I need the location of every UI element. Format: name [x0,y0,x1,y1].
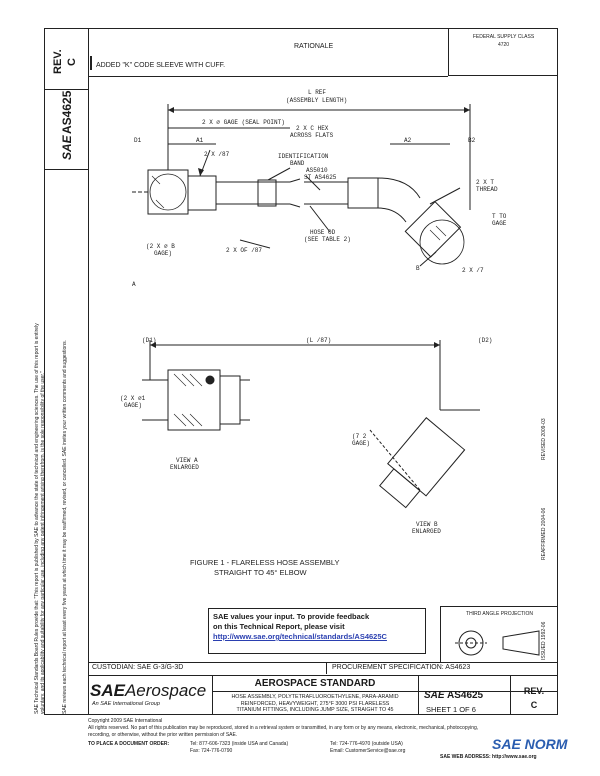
projection-box: THIRD ANGLE PROJECTION [440,606,558,662]
right-gage-2: GAGE) [352,440,370,447]
gage-note: (2 X ⌀ B [146,243,175,250]
dim-2x-of: 2 X OF /87 [226,247,262,254]
dim-d1: D1 [134,137,142,144]
order-label: TO PLACE A DOCUMENT ORDER: [88,741,170,747]
hose-od-2: (SEE TABLE 2) [304,236,351,243]
doc-number-box: SAE AS4625 [44,90,88,170]
right-socket [347,177,379,209]
figure-caption-2: STRAIGHT TO 45° ELBOW [214,568,308,577]
rev-label: REV. [52,49,64,74]
fax: Fax: 724-776-0790 [190,748,233,754]
brand-aerospace: Aerospace [124,681,207,700]
title-doc-number: SAE AS4625 [424,690,483,701]
dim-hex: 2 X C HEX [296,125,329,132]
rev-value: C [66,58,78,66]
view-a-enlarged: ENLARGED [170,464,199,471]
change-bar [90,56,92,70]
title-rev-label: REV. [523,686,545,696]
watermark: SAE NORM [492,736,568,752]
projection-label: THIRD ANGLE PROJECTION [466,611,533,617]
dim-2x-ref: 2 X /87 [204,151,230,158]
identification-band [257,179,277,207]
doc-number: AS4625 [60,90,74,134]
standard-title: HOSE ASSEMBLY, POLYTETRAFLUOROETHYLENE, … [214,694,416,714]
title-line-3: TITANIUM FITTINGS, INCLUDING JUMP SIZE, … [236,707,394,713]
fsc-box: FEDERAL SUPPLY CLASS 4720 [448,28,558,76]
view-mark-a: A [132,281,136,288]
rationale-title: RATIONALE [294,43,334,50]
view-b-fitting [387,417,466,497]
tel-1: Tel: 877-606-7323 (inside USA and Canada… [190,741,289,747]
doc-logo: SAE [60,135,74,160]
left-fitting-hex [187,175,217,211]
fsc-value: 4720 [497,42,510,48]
copyright-2: All rights reserved. No part of this pub… [88,725,479,731]
view-a-label: VIEW A [176,457,198,464]
dim-b2: B2 [468,137,476,144]
hose-od: HOSE OD [310,229,336,236]
tube-ref-2: ST AS4625 [304,174,337,181]
view-b-label: VIEW B [416,521,438,528]
copyright-1: Copyright 2009 SAE International [88,718,163,724]
to-gage-2: GAGE [492,220,507,227]
procurement-spec: PROCUREMENT SPECIFICATION: AS4623 [332,664,471,671]
sae-aerospace-logo: SAEAerospace An SAE International Group [90,681,206,707]
title-doc-id: AS4625 [446,690,484,701]
to-gage: T TO [492,213,507,220]
rev-box: REV. C [44,28,88,90]
thread-label: 2 X T [476,179,494,186]
brand-tag: An SAE International Group [92,701,160,707]
dim-2x-7: 2 X /7 [462,267,484,274]
tube-ref: AS5010 [306,167,328,174]
history-revised: REVISED 2009-03 [541,418,547,460]
feedback-link[interactable]: http://www.sae.org/technical/standards/A… [213,632,387,641]
lower-gage-2: GAGE) [124,402,142,409]
drawing-frame [88,28,558,715]
dim-gage-point: 2 X ⌀ GAGE (SEAL POINT) [202,119,285,126]
dim-a2: A2 [404,137,412,144]
rationale-text: ADDED "K" CODE SLEEVE WITH CUFF. [96,62,226,69]
tel-2: Tel: 724-776-4970 (outside USA) [330,741,403,747]
figure-caption: FIGURE 1 - FLARELESS HOSE ASSEMBLY [190,558,340,567]
fsc-label: FEDERAL SUPPLY CLASS [472,34,535,40]
dim-a1: A1 [196,137,204,144]
view-mark-b: B [416,265,420,272]
title-doc-logo: SAE [424,690,445,701]
gage-note-2: GAGE) [154,250,172,257]
copyright-3: recording, or otherwise, without the pri… [88,732,238,738]
left-column [44,28,88,715]
third-angle-symbol [455,630,540,656]
side-note-2: voluntary, and its applicability and sui… [40,371,46,714]
web-address[interactable]: SAE WEB ADDRESS: http://www.sae.org [440,754,537,760]
view-b-enlarged: ENLARGED [412,528,441,535]
right-fitting-nut [404,201,462,258]
brand-sae: SAE [90,681,125,700]
dim-l-ref: L REF [308,89,326,96]
hose-assembly-drawing: L REF (ASSEMBLY LENGTH) 2 X ⌀ GAGE (SEAL… [120,89,507,577]
standard-label: AEROSPACE STANDARD [254,678,376,689]
lower-d1: (D1) [142,337,156,344]
feedback-line-2: on this Technical Report, please visit [213,622,345,631]
custodian: CUSTODIAN: SAE G-3/G-3D [92,664,184,671]
side-note-3: SAE reviews each technical report at lea… [62,340,68,714]
feedback-line-1: SAE values your input. To provide feedba… [213,612,370,621]
lower-d2: (D2) [478,337,492,344]
title-rev-value: C [530,700,538,710]
dim-assembly-length: (ASSEMBLY LENGTH) [286,97,347,104]
lower-gage: (2 X ⌀1 [120,395,146,402]
left-fitting-nut [147,169,189,215]
title-line-1: HOSE ASSEMBLY, POLYTETRAFLUOROETHYLENE, … [231,694,399,700]
thread-label-2: THREAD [476,186,498,193]
dim-hex-flats: ACROSS FLATS [290,132,334,139]
ident-band-label: IDENTIFICATION [278,153,329,160]
title-line-2: REINFORCED, HEAVYWEIGHT, 275°F 3000 PSI … [240,700,390,707]
view-a-fitting [167,369,221,431]
ident-band-label-2: BAND [290,160,305,167]
history-reaffirmed: REAFFIRMED 2004-06 [541,507,547,560]
feedback-box: SAE values your input. To provide feedba… [208,608,426,654]
right-gage: (7 2 [352,433,367,440]
sheet-number: SHEET 1 OF 6 [426,705,476,714]
lower-l: (L /87) [306,337,331,344]
email: Email: CustomerService@sae.org [330,748,406,754]
